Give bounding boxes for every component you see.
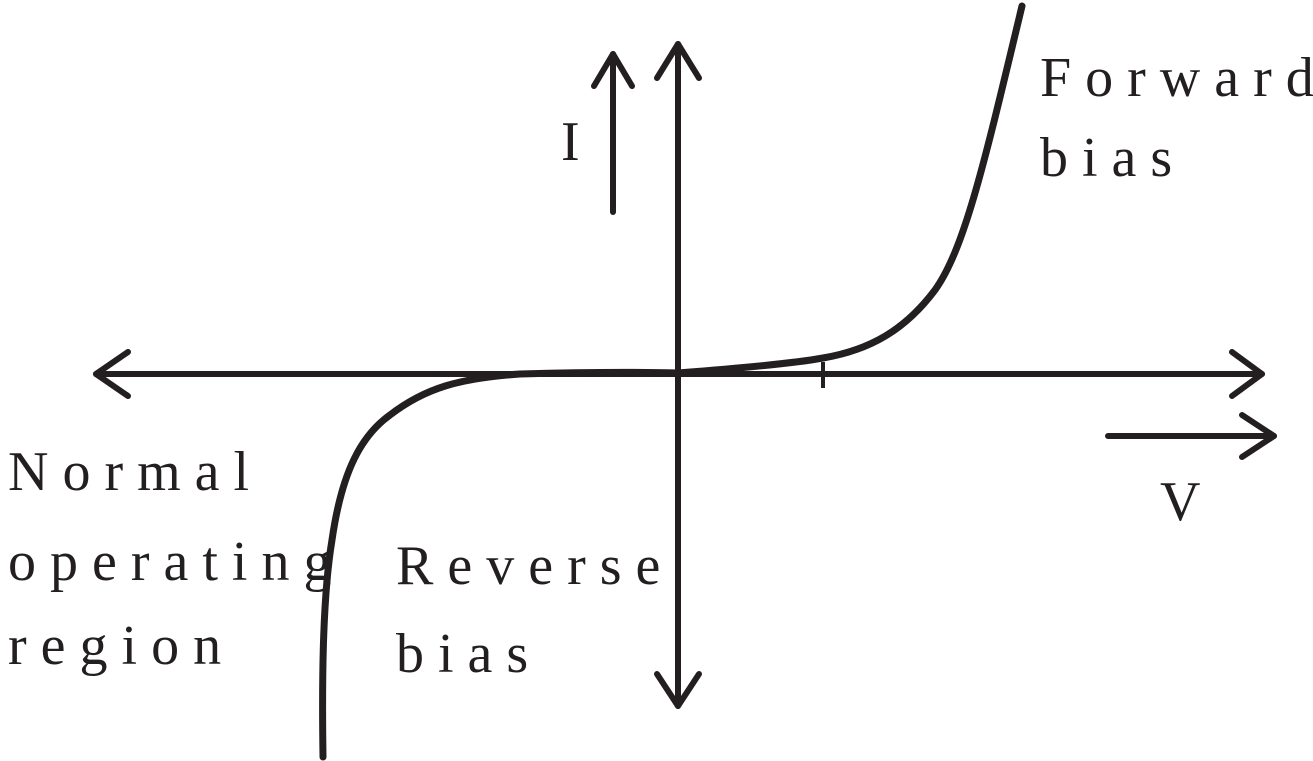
- current-axis-label: I: [561, 111, 580, 173]
- voltage-direction-arrow: [1105, 412, 1277, 460]
- forward-bias-label-line2: bias: [1040, 127, 1186, 189]
- reverse-bias-label-line1: Reverse: [396, 535, 674, 597]
- current-axis-top-arrowhead: [654, 41, 702, 81]
- voltage-axis-right-arrowhead: [1229, 349, 1265, 399]
- normal-region-label-line3: region: [8, 615, 235, 677]
- reverse-bias-label-line2: bias: [396, 623, 542, 685]
- forward-bias-label-line1: Forward: [1040, 47, 1313, 109]
- iv-characteristic-curve: [319, 2, 1026, 761]
- voltage-axis-label: V: [1160, 471, 1200, 533]
- voltage-axis-left-arrowhead: [93, 349, 131, 399]
- current-direction-arrow: [591, 51, 635, 215]
- current-axis-bottom-arrowhead: [654, 671, 702, 709]
- normal-region-label-line1: Normal: [8, 441, 263, 503]
- normal-region-label-line2: operating: [8, 531, 345, 593]
